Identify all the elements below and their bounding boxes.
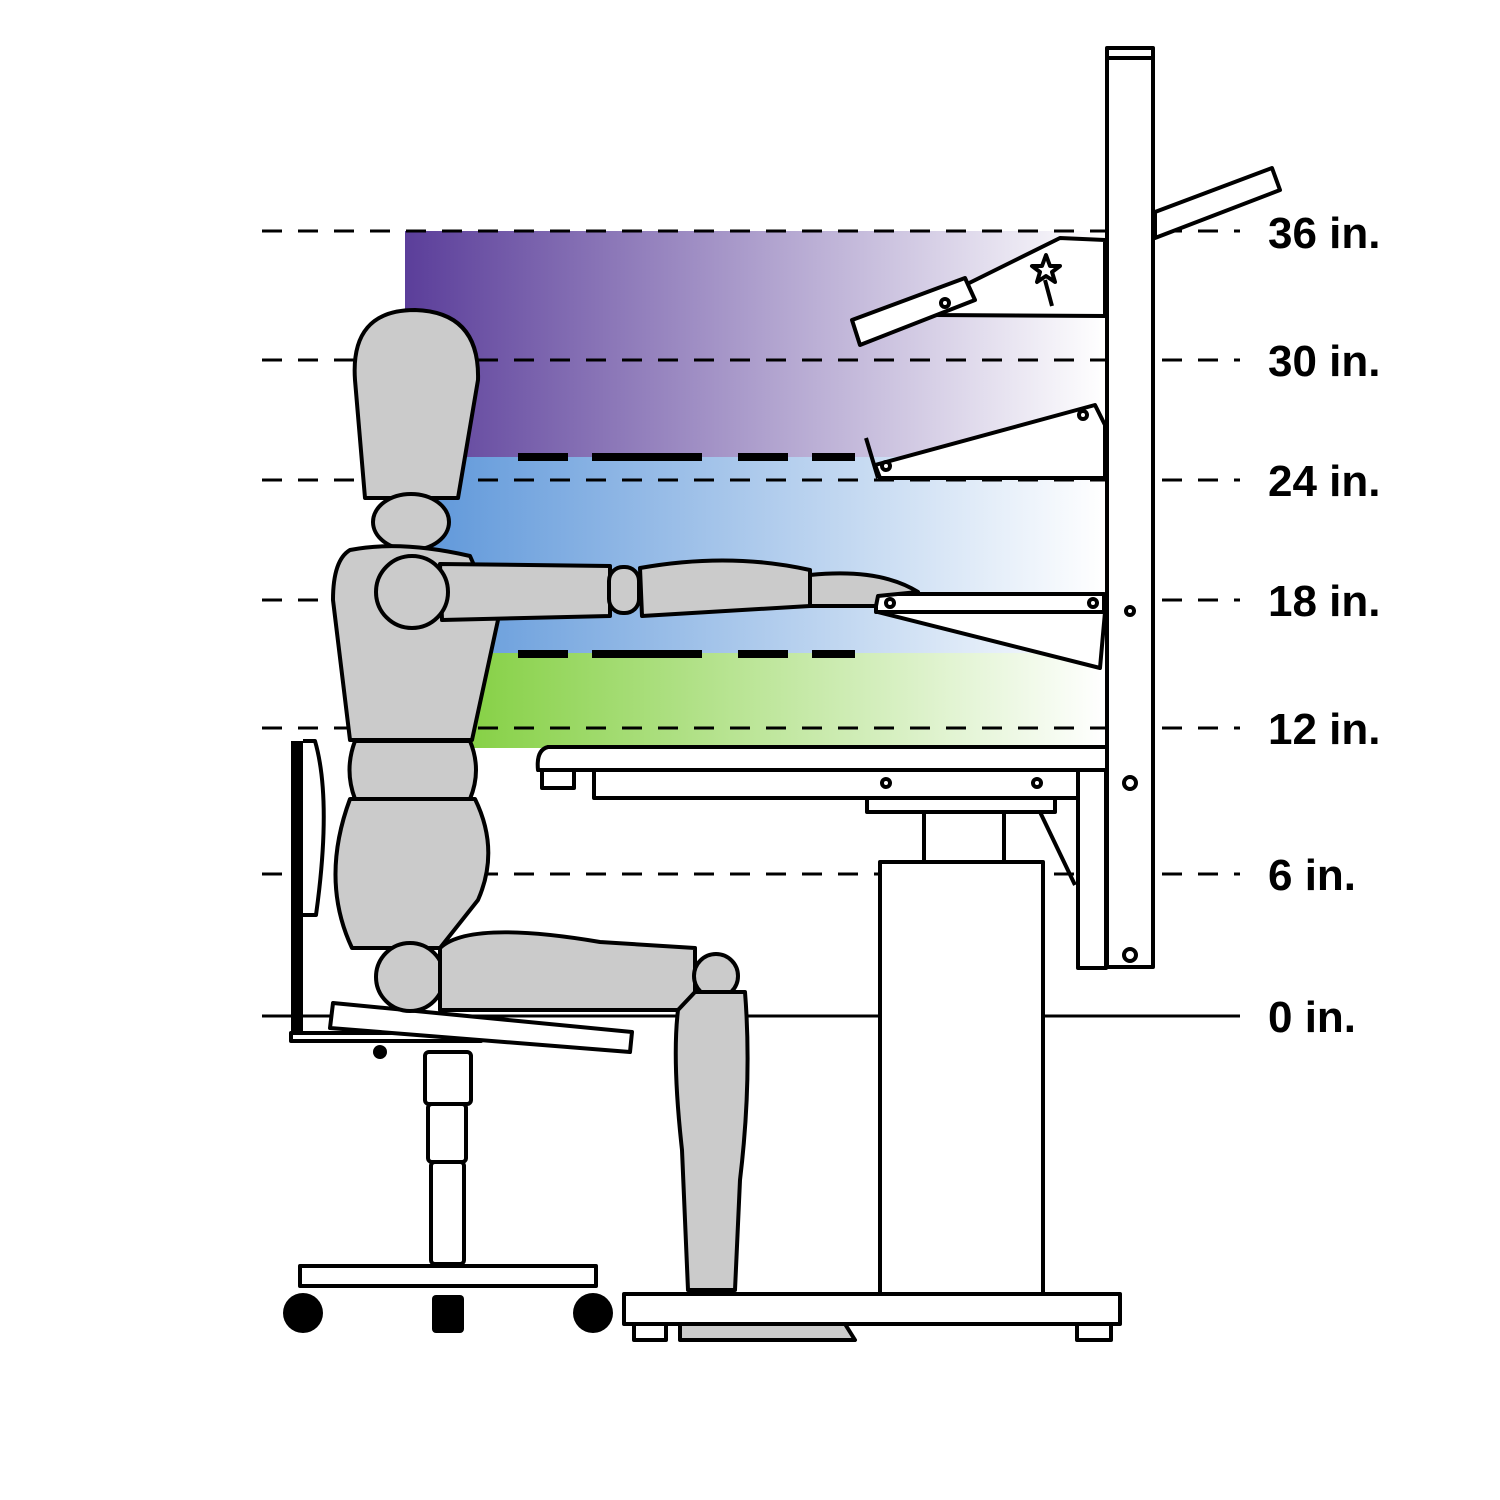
zone-upper [405, 231, 1105, 457]
height-label-18: 18 in. [1268, 577, 1381, 626]
mannequin-figure [331, 308, 920, 1292]
desk-leg [878, 860, 1045, 1296]
height-label-36: 36 in. [1268, 209, 1381, 258]
keyboard-tray-tilted [864, 403, 1107, 480]
chair [283, 739, 634, 1333]
height-label-0: 0 in. [1268, 993, 1357, 1042]
desk [535, 745, 1122, 1342]
upright-post [1105, 50, 1155, 969]
height-label-24: 24 in. [1268, 457, 1381, 506]
zone-lower [405, 653, 1105, 748]
zone-boundaries [518, 453, 855, 658]
monitor-arm-top [850, 166, 1282, 347]
height-label-12: 12 in. [1268, 705, 1381, 754]
keyboard-tray-flat [874, 592, 1107, 670]
height-label-6: 6 in. [1268, 851, 1357, 900]
height-label-30: 30 in. [1268, 337, 1381, 386]
